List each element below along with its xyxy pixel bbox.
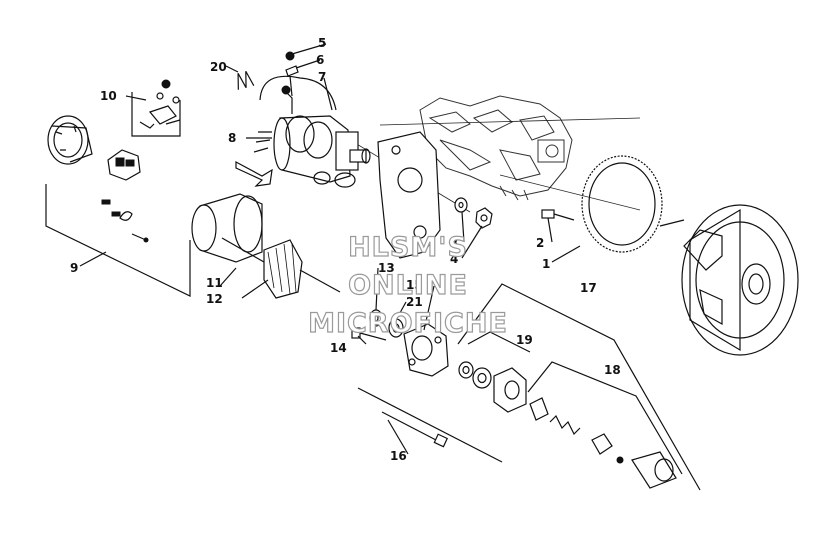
- callout-17: 17: [580, 281, 597, 295]
- callout-1: 1: [542, 257, 550, 271]
- callout-3: 3: [450, 236, 458, 250]
- leader-lines: [79, 43, 581, 455]
- watermark-line-3: MICROFICHE: [308, 308, 508, 339]
- group-bracket-17: [457, 283, 701, 491]
- callout-8: 8: [228, 131, 236, 145]
- callout-4: 4: [450, 252, 458, 266]
- through-screw: [351, 327, 387, 341]
- callout-14: 14: [330, 341, 347, 355]
- callout-10: 10: [100, 89, 117, 103]
- callout-9: 9: [70, 261, 78, 275]
- callout-21: 21: [406, 295, 423, 309]
- nut: [475, 207, 493, 229]
- drive-components: [458, 361, 677, 489]
- callout-12: 12: [206, 292, 223, 306]
- callout-15: 15: [406, 278, 423, 292]
- center-lines: [329, 117, 641, 213]
- callout-2: 2: [536, 236, 544, 250]
- ring-gear-bolt: [541, 209, 575, 221]
- watermark-line-1: HLSM'S: [348, 232, 468, 263]
- group-line-drive: [357, 387, 503, 463]
- callout-6: 6: [316, 53, 324, 67]
- drive-end-housing: [403, 323, 449, 377]
- group-bracket-19: [467, 331, 531, 353]
- callout-labels: 1 2 3 4 5 6 7 8 9 10 11 12 13 14 15 16 1…: [70, 36, 621, 463]
- long-bolt: [381, 411, 449, 448]
- group-bracket-end-cap: [45, 184, 191, 297]
- brush-parts: [101, 199, 149, 243]
- callout-18: 18: [604, 363, 621, 377]
- group-bracket-18: [527, 361, 683, 475]
- ring-gear: [581, 155, 663, 253]
- mounting-bracket: [377, 131, 441, 259]
- watermark: HLSM'S ONLINE MICROFICHE: [307, 231, 508, 339]
- terminal-screw: [285, 51, 299, 77]
- spring: [237, 70, 255, 90]
- armature: [221, 237, 341, 299]
- engine-block: [419, 95, 573, 201]
- callout-11: 11: [206, 276, 223, 290]
- fan-housing: [659, 204, 799, 356]
- watermark-line-2: ONLINE: [348, 270, 468, 301]
- callout-20: 20: [210, 60, 227, 74]
- washer: [454, 197, 468, 213]
- callout-13: 13: [378, 261, 395, 275]
- callout-7: 7: [318, 70, 326, 84]
- callout-16: 16: [390, 449, 407, 463]
- field-frame: [191, 193, 263, 263]
- callout-19: 19: [516, 333, 533, 347]
- end-cap: [47, 115, 93, 165]
- direction-arrow: [235, 160, 273, 187]
- group-bracket-terminal-kit: [131, 92, 181, 137]
- callout-5: 5: [318, 36, 326, 50]
- starter-motor-assembly: [253, 75, 371, 188]
- terminal-kit: [139, 79, 181, 129]
- brush-holder: [107, 149, 141, 181]
